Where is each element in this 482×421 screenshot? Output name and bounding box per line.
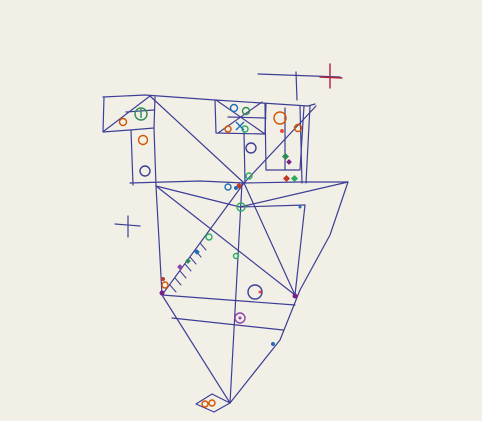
diamond-marker-icon xyxy=(185,258,191,264)
diamond-marker-icon xyxy=(177,264,183,270)
top-left-inner xyxy=(125,109,155,113)
circle-marker-icon xyxy=(234,312,246,324)
top-left-box xyxy=(102,96,156,133)
circle-marker-icon xyxy=(229,103,239,113)
circle-marker-icon xyxy=(118,117,128,127)
circle-marker-icon xyxy=(273,111,287,125)
dot-marker xyxy=(234,186,238,190)
mid-horizontal-lower xyxy=(161,294,296,306)
dot-marker xyxy=(298,205,302,209)
dot-marker xyxy=(292,293,298,299)
circle-marker-icon xyxy=(293,123,303,133)
diamond-marker-icon xyxy=(282,174,291,183)
circle-marker-icon xyxy=(224,183,232,191)
diamond-marker-icon xyxy=(281,152,290,161)
circle-marker-icon xyxy=(241,106,251,116)
dot-marker xyxy=(159,290,165,296)
diamond-marker-icon xyxy=(290,174,299,183)
right-inner-vertical xyxy=(294,204,306,296)
diag-top-left-to-center xyxy=(149,95,245,184)
right-upper-to-mid xyxy=(239,181,349,208)
circle-marker-icon xyxy=(245,142,257,154)
vertical-center xyxy=(229,182,243,404)
crosshair-vertical-left xyxy=(295,71,298,101)
dot-marker xyxy=(238,316,242,320)
dot-marker xyxy=(280,129,284,133)
diamond-marker-icon xyxy=(194,249,200,255)
circle-marker-icon xyxy=(208,399,216,407)
dot-marker xyxy=(161,277,165,281)
circle-marker-icon xyxy=(224,125,232,133)
right-box xyxy=(264,103,305,171)
right-column xyxy=(305,105,311,184)
left-to-right-diagonal xyxy=(155,185,296,296)
crosshair-icon xyxy=(319,63,343,89)
dot-marker xyxy=(271,342,275,346)
shield-right-edge xyxy=(229,181,349,404)
right-column-b xyxy=(299,105,303,184)
crosshair-horizontal xyxy=(257,73,341,78)
center-top-mid xyxy=(227,116,267,119)
left-column-b xyxy=(153,127,157,187)
mid-short xyxy=(243,132,246,184)
circle-marker-icon xyxy=(134,107,148,121)
ink-lines xyxy=(102,71,349,413)
mid-horizontal-upper xyxy=(239,204,306,208)
circle-marker-icon xyxy=(161,281,169,289)
circle-marker-icon xyxy=(139,165,151,177)
circle-marker-icon xyxy=(232,252,240,260)
center-to-left xyxy=(161,182,245,296)
circle-marker-icon xyxy=(137,134,149,146)
x-marker-icon xyxy=(235,121,245,131)
circle-marker-icon xyxy=(236,202,246,212)
diamond-marker-icon xyxy=(286,159,292,165)
diag-center-to-bottom-right xyxy=(243,182,296,296)
circle-marker-icon xyxy=(205,233,213,241)
markers xyxy=(118,103,303,408)
circle-marker-icon xyxy=(241,125,249,133)
top-left-diagonal xyxy=(103,95,151,132)
lower-band xyxy=(171,317,284,331)
bottom-diamond xyxy=(195,393,231,413)
dot-marker xyxy=(258,290,262,294)
left-column-a xyxy=(130,129,134,186)
circle-marker-icon xyxy=(201,400,209,408)
diag-left-to-center xyxy=(155,185,241,208)
shield-left-lower xyxy=(161,294,231,404)
circle-marker-icon xyxy=(245,172,253,180)
circle-marker-icon xyxy=(247,284,263,300)
filled-markers xyxy=(159,129,302,346)
diag-center-up-right xyxy=(243,105,317,184)
shield-left-edge xyxy=(155,185,163,296)
